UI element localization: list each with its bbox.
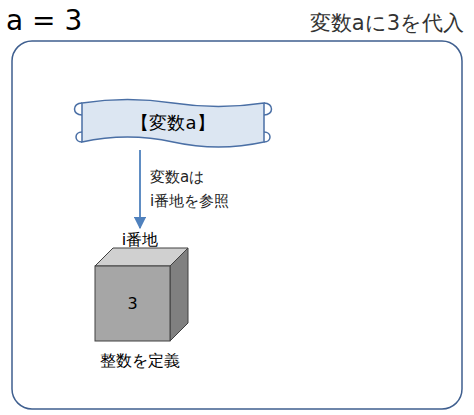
edge-label: 変数aは i番地を参照 — [150, 165, 262, 213]
address-label: i番地 — [80, 230, 200, 251]
type-caption: 整数を定義 — [80, 351, 200, 372]
reference-arrow — [139, 150, 141, 228]
heading-note: 変数aに3を代入 — [310, 9, 464, 37]
memory-cube: i番地 3 整数を定義 — [80, 230, 200, 378]
stored-value: 3 — [95, 266, 170, 341]
scroll-curl — [264, 103, 272, 142]
variable-name: 【変数a】 — [70, 111, 276, 135]
cube-side — [170, 248, 188, 341]
scroll-curl — [75, 103, 83, 142]
scope-frame — [12, 41, 462, 409]
cube-front — [95, 266, 170, 341]
variable-scroll: 【変数a】 — [70, 95, 276, 150]
code-line: a = 3 — [6, 4, 82, 37]
